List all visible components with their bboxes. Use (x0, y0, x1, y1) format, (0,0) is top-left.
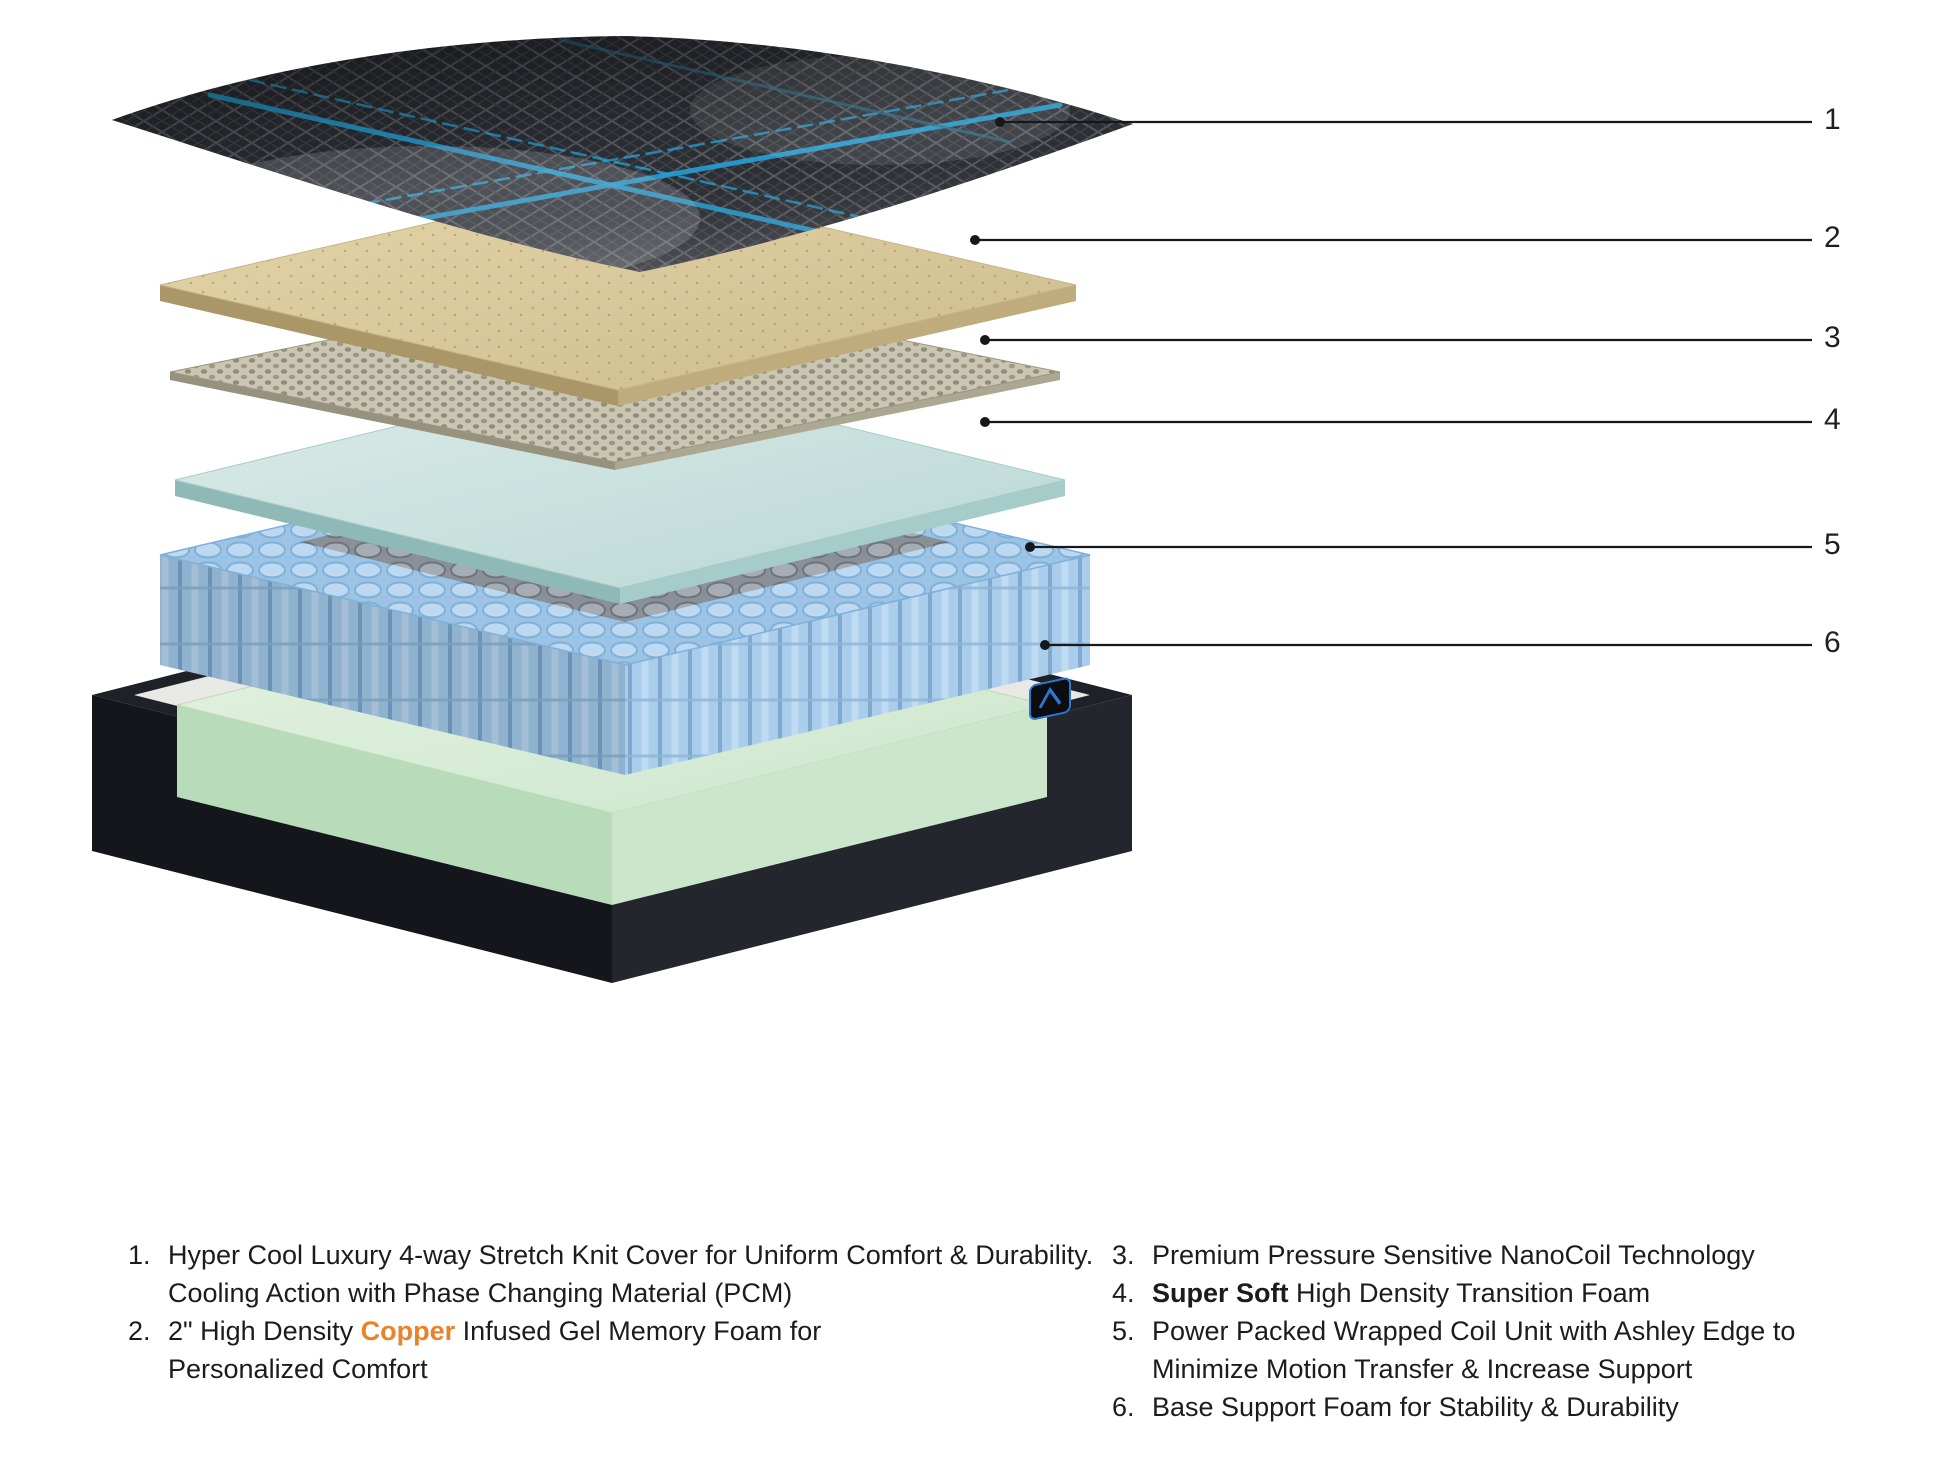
legend-item-6: 6. Base Support Foam for Stability & Dur… (1112, 1388, 1892, 1426)
legend-item-number: 6. (1112, 1392, 1135, 1422)
legend-item-number: 1. (128, 1240, 151, 1270)
legend-item-4: 4. Super Soft High Density Transition Fo… (1112, 1274, 1892, 1312)
memoryfoam-left-face (160, 285, 618, 406)
legend-item-5: 5. Power Packed Wrapped Coil Unit with A… (1112, 1312, 1892, 1388)
memoryfoam-right-face (618, 285, 1076, 406)
nanocoil-right-edge (615, 372, 1060, 470)
transition-right-face (620, 480, 1065, 604)
legend-item-text-pre: 2" High Density (168, 1316, 361, 1346)
legend-item-number: 2. (128, 1316, 151, 1346)
legend-item-number: 4. (1112, 1278, 1135, 1308)
base-foam-right (612, 705, 1047, 905)
transition-left-face (175, 480, 620, 604)
layer-gel-memory-foam (159, 179, 1077, 406)
legend-item-text: 2" High Density Copper Infused Gel Memor… (168, 1312, 908, 1388)
legend-item-text-rest: High Density Transition Foam (1288, 1278, 1651, 1308)
legend-item-text: Hyper Cool Luxury 4-way Stretch Knit Cov… (168, 1240, 1094, 1308)
nanocoil-left-edge (170, 372, 615, 470)
callout-number-1: 1 (1824, 103, 1841, 136)
base-foam-left (177, 705, 612, 905)
copper-highlight: Copper (360, 1316, 456, 1346)
legend-item-text: Power Packed Wrapped Coil Unit with Ashl… (1152, 1316, 1796, 1384)
legend-item-1: 1. Hyper Cool Luxury 4-way Stretch Knit … (128, 1236, 1108, 1312)
legend-item-text-post: Infused Gel Memory Foam for Personalized… (168, 1316, 822, 1384)
callout-number-4: 4 (1824, 403, 1841, 436)
memoryfoam-speckle (160, 180, 1076, 390)
layer-knit-cover (112, 36, 1133, 272)
callout-number-5: 5 (1824, 528, 1841, 561)
cover-shading (112, 36, 1133, 272)
callout-dot-6 (1040, 640, 1050, 650)
legend-item-text: Base Support Foam for Stability & Durabi… (1152, 1392, 1679, 1422)
legend-column-right: 3. Premium Pressure Sensitive NanoCoil T… (1112, 1236, 1892, 1426)
coil-right-face (625, 555, 1090, 775)
coil-left-face (160, 555, 625, 775)
callout-dot-3 (980, 335, 990, 345)
exploded-mattress-diagram (92, 36, 1812, 983)
legend-item-2: 2. 2" High Density Copper Infused Gel Me… (128, 1312, 1108, 1388)
legend-item-number: 5. (1112, 1316, 1135, 1346)
brand-logo (1029, 677, 1071, 720)
legend-item-text: Premium Pressure Sensitive NanoCoil Tech… (1152, 1240, 1755, 1270)
legend-item-number: 3. (1112, 1240, 1135, 1270)
coil-left-shade (160, 555, 625, 775)
legend-item-text: Super Soft High Density Transition Foam (1152, 1274, 1650, 1312)
callout-number-3: 3 (1824, 321, 1841, 354)
bold-highlight: Super Soft (1152, 1278, 1289, 1308)
callout-dot-4 (980, 417, 990, 427)
legend-item-3: 3. Premium Pressure Sensitive NanoCoil T… (1112, 1236, 1892, 1274)
callout-dots (970, 117, 1050, 650)
callout-dot-5 (1025, 542, 1035, 552)
legend-column-left: 1. Hyper Cool Luxury 4-way Stretch Knit … (128, 1236, 1108, 1388)
callout-number-6: 6 (1824, 626, 1841, 659)
callout-dot-2 (970, 235, 980, 245)
callout-dot-1 (995, 117, 1005, 127)
callout-number-2: 2 (1824, 221, 1841, 254)
callout-lines (975, 120, 1812, 647)
